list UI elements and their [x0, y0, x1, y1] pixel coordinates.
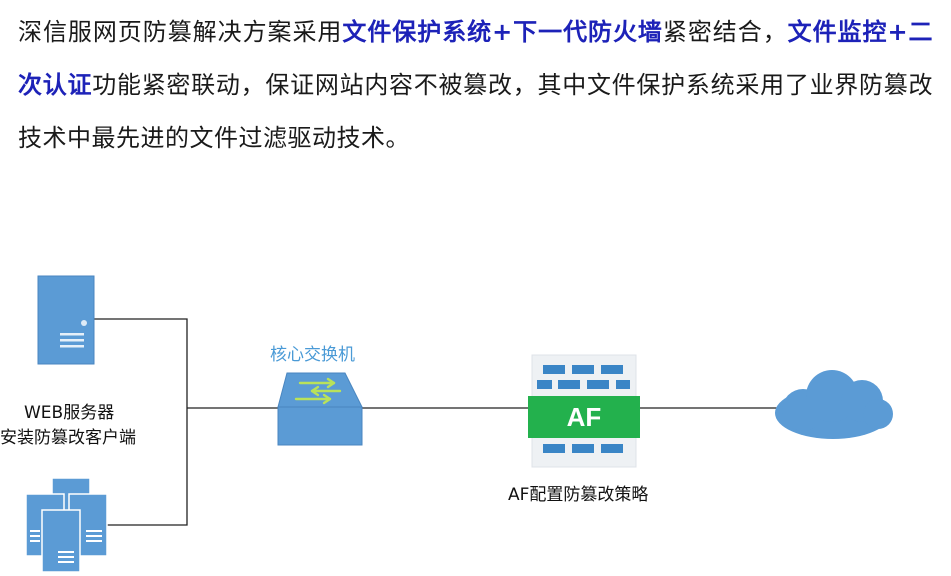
web-server-label-line1: WEB服务器 [24, 403, 115, 423]
web-server-label-line2: 安装防篡改客户端 [0, 428, 136, 448]
server-cluster-icon [25, 477, 108, 573]
line-web-server-to-bus [94, 318, 188, 526]
cloud-icon [775, 370, 893, 439]
web-server-icon [37, 275, 95, 365]
intro-text-1: 深信服网页防篡解决方案采用 [18, 18, 343, 46]
core-switch-icon [277, 372, 363, 446]
core-switch-label: 核心交换机 [270, 345, 355, 365]
connection-lines [94, 318, 778, 526]
firewall-icon [528, 354, 640, 468]
intro-highlight-1: 文件保护系统+下一代防火墙 [342, 18, 663, 46]
intro-paragraph: 深信服网页防篡解决方案采用文件保护系统+下一代防火墙紧密结合，文件监控+二次认证… [18, 6, 933, 165]
intro-text-2: 紧密结合， [662, 18, 788, 46]
intro-text-3: 功能紧密联动，保证网站内容不被篡改，其中文件保护系统采用了业界防篡改技术中最先进… [18, 71, 934, 152]
firewall-af-text: AF [567, 402, 602, 432]
af-policy-label: AF配置防篡改策略 [508, 485, 649, 505]
intro-highlight-2: 文件监控+二次认证 [18, 18, 934, 99]
